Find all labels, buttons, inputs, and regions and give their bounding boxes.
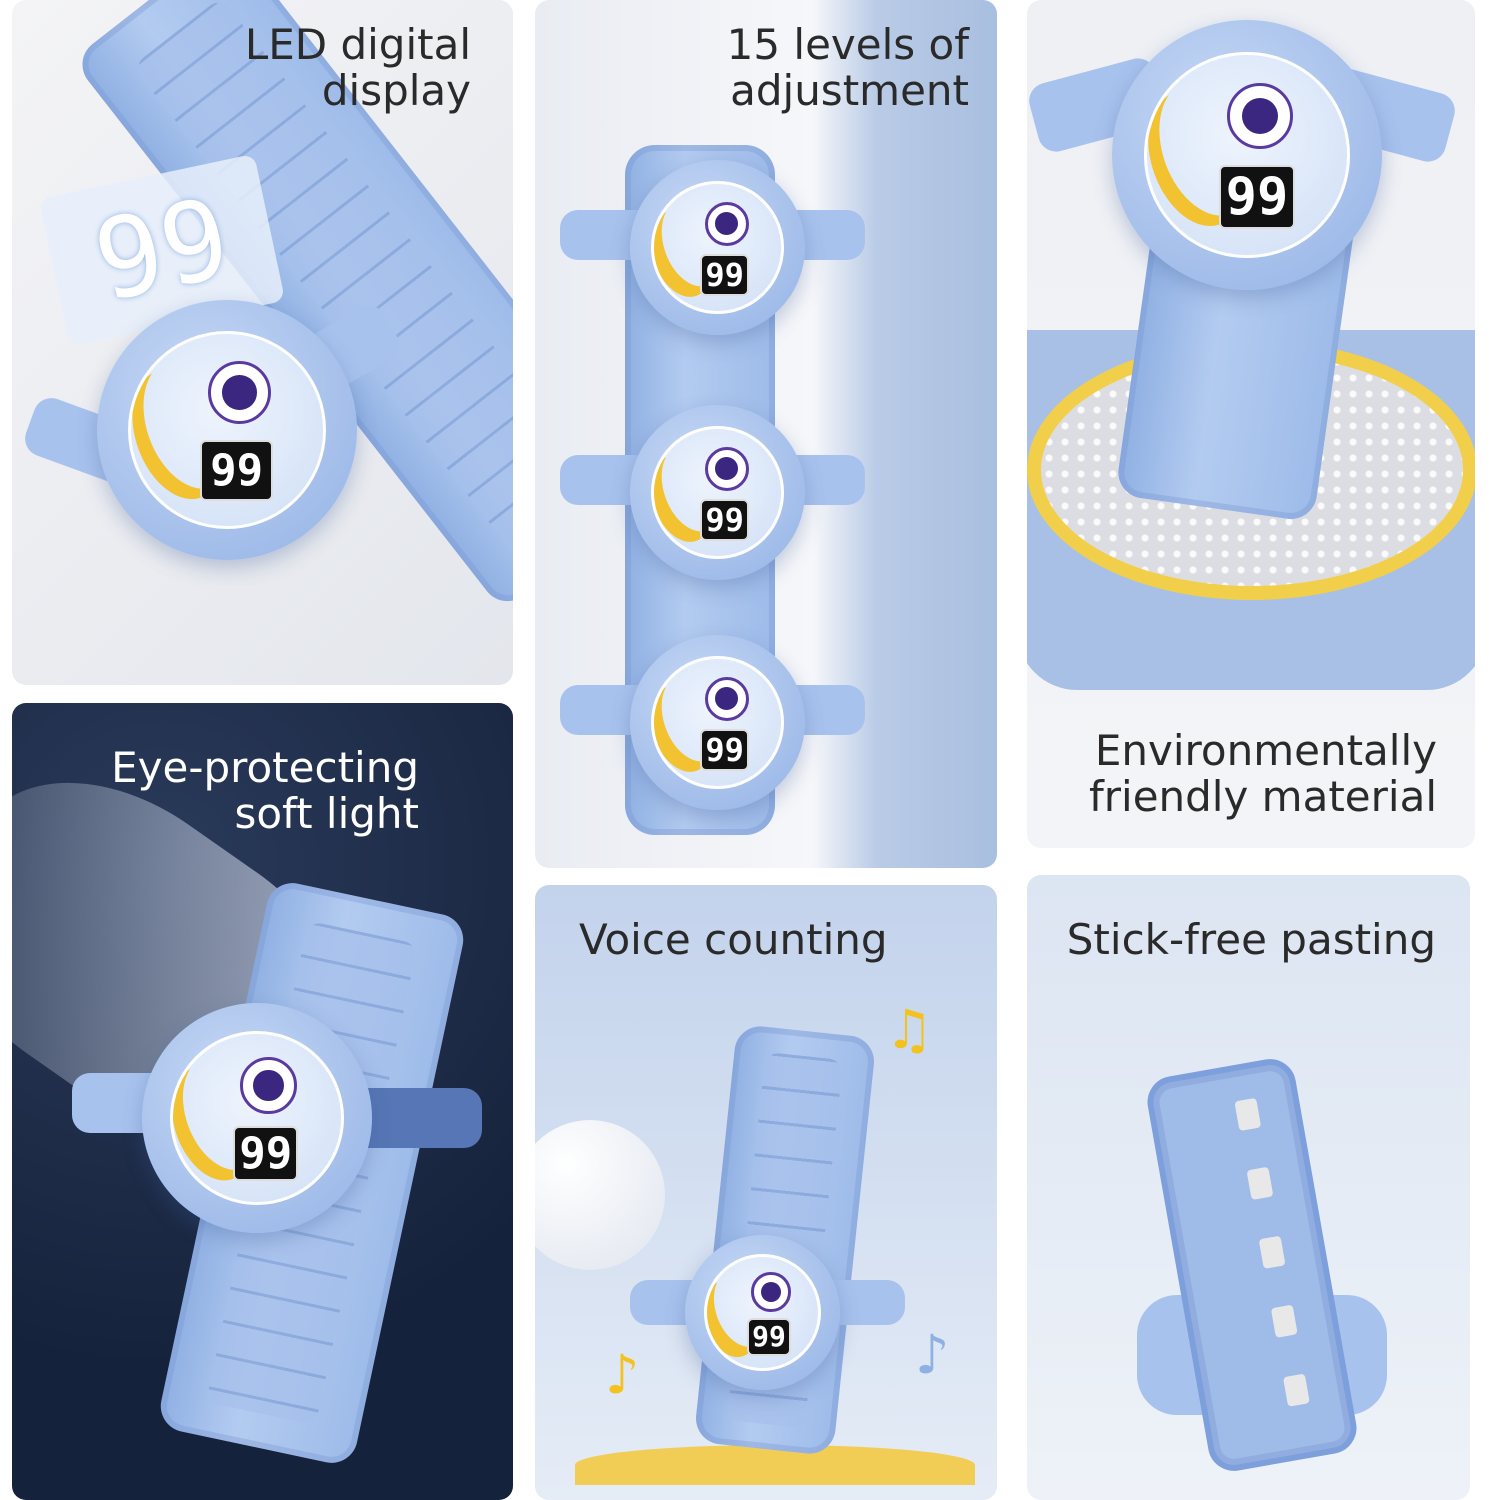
caption: Stick-free pasting bbox=[1066, 915, 1436, 964]
counter-display: 99 bbox=[1219, 164, 1295, 229]
caption-line: display bbox=[321, 66, 471, 115]
counter-display: 99 bbox=[699, 253, 750, 296]
pedestal bbox=[575, 1445, 975, 1485]
caption-line: adjustment bbox=[730, 66, 969, 115]
counter-display: 99 bbox=[200, 439, 274, 502]
counter-display: 99 bbox=[699, 498, 750, 541]
suction-pad bbox=[1270, 1304, 1298, 1338]
caption-line: friendly material bbox=[1088, 772, 1437, 821]
suction-pad bbox=[1258, 1235, 1286, 1269]
counter-device: 99 bbox=[630, 1235, 905, 1390]
astronaut-icon bbox=[207, 361, 272, 425]
counter-device: 99 bbox=[560, 635, 865, 810]
counter-display: 99 bbox=[746, 1318, 792, 1356]
caption-line: 15 levels of bbox=[726, 20, 969, 69]
counter-device: 99 bbox=[560, 160, 865, 335]
suction-pad bbox=[1234, 1097, 1262, 1132]
counter-device: 99 bbox=[1027, 20, 1459, 290]
music-note-icon: ♫ bbox=[885, 998, 934, 1061]
panel-stick-free: Stick-free pasting bbox=[1027, 875, 1470, 1500]
counter-device: 99 bbox=[20, 299, 406, 560]
counter-display: 99 bbox=[699, 728, 750, 771]
caption: Voice counting bbox=[579, 915, 888, 964]
panel-voice-counting: 99 ♫ ♪ ♪ Voice counting bbox=[535, 885, 997, 1500]
suction-pad bbox=[1282, 1373, 1310, 1407]
caption-line: LED digital bbox=[244, 20, 471, 69]
caption-line: Environmentally bbox=[1094, 726, 1437, 775]
suction-pad bbox=[1246, 1166, 1274, 1201]
music-note-icon: ♪ bbox=[915, 1323, 950, 1386]
caption-line: Eye-protecting bbox=[111, 743, 419, 792]
music-note-icon: ♪ bbox=[605, 1343, 640, 1406]
balloon bbox=[535, 1120, 665, 1270]
counter-device: 99 bbox=[560, 405, 865, 580]
counter-display: 99 bbox=[233, 1126, 299, 1182]
caption-line: soft light bbox=[234, 789, 419, 838]
counter-device: 99 bbox=[72, 1003, 482, 1233]
